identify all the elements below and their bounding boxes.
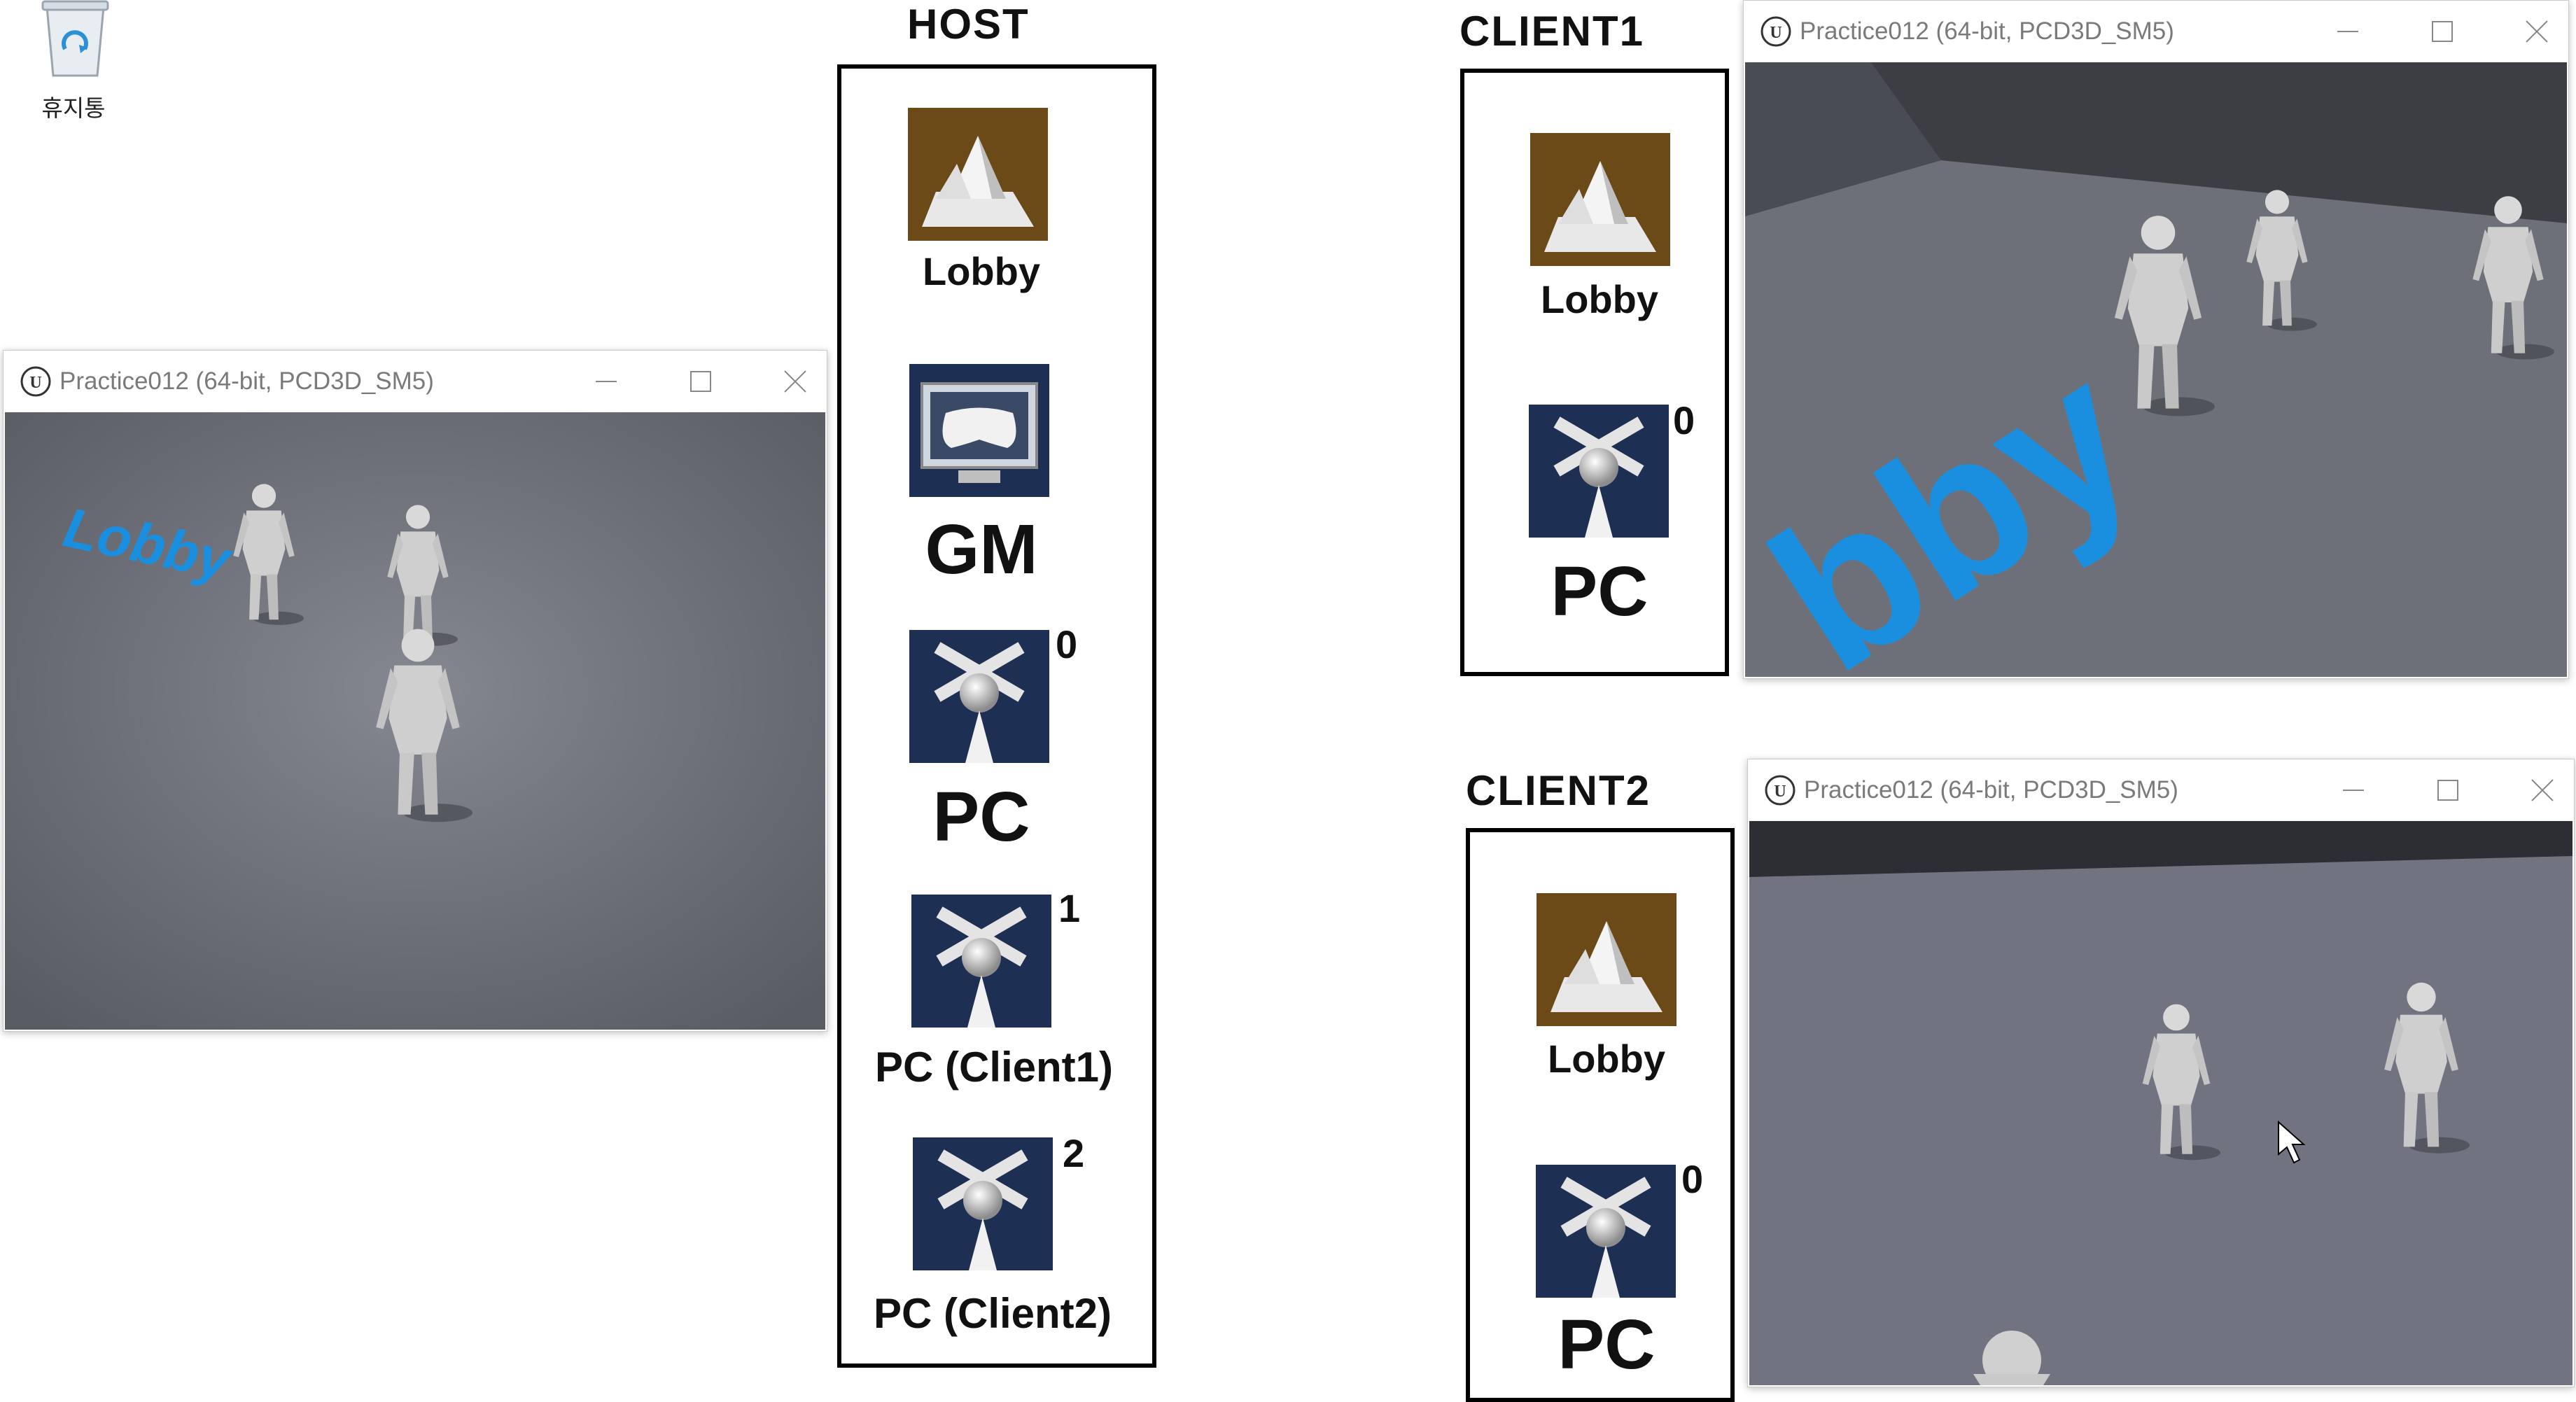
minimize-button[interactable] (582, 360, 631, 402)
client1-pc-index: 0 (1673, 398, 1695, 442)
host-pc-client2-index: 2 (1063, 1131, 1085, 1175)
playercontroller-icon (911, 895, 1051, 1028)
maximize-button[interactable] (2423, 769, 2472, 811)
host-title: HOST (907, 1, 1030, 48)
client1-lobby-label: Lobby (1541, 277, 1658, 321)
playercontroller-icon (1529, 405, 1669, 538)
window-title-bar[interactable]: U Practice012 (64-bit, PCD3D_SM5) (4, 351, 827, 412)
gamemode-icon (909, 364, 1049, 497)
host-pc-label: PC (932, 778, 1030, 856)
window-title-bar[interactable]: U Practice012 (64-bit, PCD3D_SM5) (1744, 1, 2568, 62)
close-button[interactable] (771, 360, 820, 402)
window-title: Practice012 (64-bit, PCD3D_SM5) (1804, 776, 2178, 804)
window-title: Practice012 (64-bit, PCD3D_SM5) (1800, 17, 2174, 45)
host-pc-client1-label: PC (Client1) (874, 1044, 1114, 1091)
maximize-button[interactable] (676, 360, 725, 402)
host-lobby-label: Lobby (923, 249, 1040, 293)
minimize-button[interactable] (2329, 769, 2378, 811)
maximize-button[interactable] (2418, 10, 2467, 52)
client2-lobby-label: Lobby (1548, 1037, 1665, 1081)
game-viewport[interactable]: Lobby (5, 412, 825, 1030)
level-icon (908, 108, 1048, 241)
host-gm-label: GM (925, 510, 1038, 589)
close-button[interactable] (2512, 10, 2561, 52)
host-pc-client2-label: PC (Client2) (873, 1290, 1112, 1337)
playercontroller-icon (1536, 1165, 1676, 1298)
unreal-logo-icon: U (20, 366, 51, 397)
close-button[interactable] (2518, 769, 2567, 811)
client2-pc-index: 0 (1681, 1157, 1704, 1201)
host-pc-index: 0 (1056, 622, 1078, 666)
window-title: Practice012 (64-bit, PCD3D_SM5) (59, 367, 434, 395)
playercontroller-icon (913, 1137, 1053, 1270)
unreal-logo-icon: U (1760, 16, 1791, 47)
svg-text:U: U (29, 374, 41, 392)
client1-game-window[interactable]: U Practice012 (64-bit, PCD3D_SM5) bby (1743, 0, 2569, 679)
recycle-bin-shortcut[interactable]: 휴지통 (21, 0, 126, 133)
game-scene: bby (1745, 62, 2567, 677)
game-viewport[interactable]: bby (1745, 62, 2567, 677)
game-scene: Lobby (5, 412, 825, 1030)
client2-pc-label: PC (1558, 1305, 1656, 1384)
recycle-bin-label: 휴지통 (41, 94, 106, 122)
svg-text:U: U (1770, 24, 1782, 42)
client1-pc-label: PC (1550, 552, 1648, 631)
level-icon (1530, 133, 1670, 266)
svg-text:U: U (1774, 783, 1786, 801)
host-pc-client1-index: 1 (1058, 886, 1081, 930)
host-game-window[interactable]: U Practice012 (64-bit, PCD3D_SM5) Lobby (3, 350, 827, 1032)
window-title-bar[interactable]: U Practice012 (64-bit, PCD3D_SM5) (1748, 759, 2574, 821)
game-viewport[interactable] (1749, 821, 2572, 1385)
client2-title: CLIENT2 (1466, 767, 1651, 814)
client2-game-window[interactable]: U Practice012 (64-bit, PCD3D_SM5) (1747, 759, 2575, 1387)
minimize-button[interactable] (2323, 10, 2372, 52)
level-icon (1536, 893, 1676, 1026)
recycle-bin-icon (41, 0, 109, 77)
unreal-logo-icon: U (1765, 775, 1795, 806)
game-scene (1749, 821, 2572, 1385)
client1-title: CLIENT1 (1460, 8, 1645, 55)
mouse-cursor-icon (2278, 1120, 2306, 1164)
playercontroller-icon (909, 630, 1049, 763)
